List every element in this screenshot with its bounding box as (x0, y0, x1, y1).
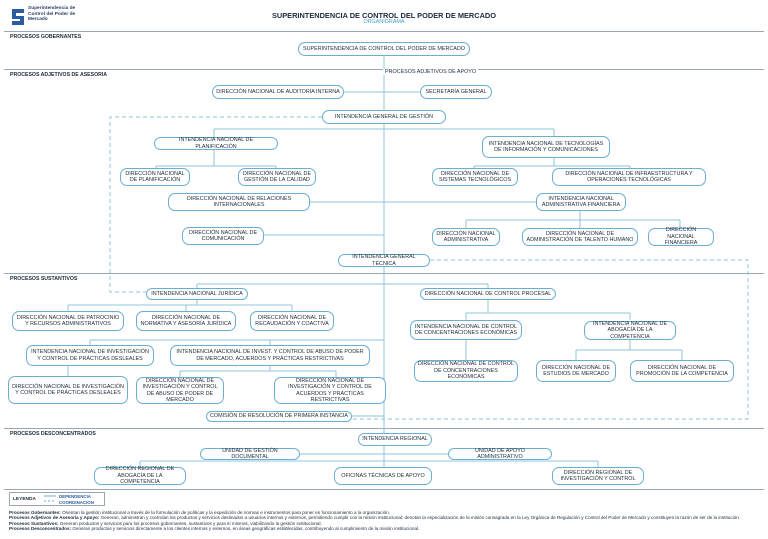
section-sustantivos: PROCESOS SUSTANTIVOS (10, 276, 78, 282)
section-divider (4, 31, 764, 32)
org-unit-int-planificacion[interactable]: INTENDENCIA NACIONAL DE PLANIFICACIÓN (154, 137, 278, 150)
footnote: Procesos Gobernantes: Orientan la gestió… (9, 510, 390, 515)
org-unit-intendencia-gestion[interactable]: INTENDENCIA GENERAL DE GESTIÓN (322, 110, 446, 124)
org-unit-unidad-apoyo[interactable]: UNIDAD DE APOYO ADMINISTRATIVO (448, 448, 552, 460)
org-unit-dir-financiera[interactable]: DIRECCIÓN NACIONAL FINANCIERA (648, 227, 714, 246)
org-unit-dir-recaudacion[interactable]: DIRECCIÓN NACIONAL DE RECAUDACIÓN Y COAC… (250, 311, 334, 331)
org-unit-dir-sistemas[interactable]: DIRECCIÓN NACIONAL DE SISTEMAS TECNOLÓGI… (432, 168, 518, 186)
org-unit-comision-resolucion[interactable]: COMISIÓN DE RESOLUCIÓN DE PRIMERA INSTAN… (206, 411, 352, 422)
org-unit-int-juridica[interactable]: INTENDENCIA NACIONAL JURÍDICA (146, 288, 248, 300)
org-unit-dir-control-concentraciones[interactable]: DIRECCIÓN NACIONAL DE CONTROL DE CONCENT… (414, 360, 518, 382)
logo-icon (12, 9, 24, 25)
org-unit-dir-promocion[interactable]: DIRECCIÓN NACIONAL DE PROMOCIÓN DE LA CO… (630, 360, 734, 382)
page-subtitle: ORGANIGRAMA (363, 19, 405, 25)
org-unit-int-regional[interactable]: INTENDENCIA REGIONAL (358, 433, 432, 446)
org-unit-dir-comunicacion[interactable]: DIRECCIÓN NACIONAL DE COMUNICACIÓN (182, 227, 264, 245)
logo-text: Superintendencia de Control del Poder de… (28, 6, 76, 23)
section-divider (4, 489, 764, 490)
legend: LEYENDA DEPENDENCIA COORDINACION (9, 492, 105, 506)
page-title: SUPERINTENDENCIA DE CONTROL DEL PODER DE… (271, 11, 497, 20)
org-unit-dir-relaciones[interactable]: DIRECCIÓN NACIONAL DE RELACIONES INTERNA… (168, 193, 310, 211)
legend-coordinacion: COORDINACION (59, 500, 94, 505)
org-unit-oficinas-tecnicas[interactable]: OFICINAS TÉCNICAS DE APOYO (334, 467, 432, 485)
org-unit-dir-desleales[interactable]: DIRECCIÓN NACIONAL DE INVESTIGACIÓN Y CO… (8, 376, 128, 404)
logo: Superintendencia de Control del Poder de… (10, 6, 80, 28)
org-unit-secretaria-general[interactable]: SECRETARÍA GENERAL (420, 85, 492, 99)
org-unit-dir-planificacion[interactable]: DIRECCIÓN NACIONAL DE PLANIFICACIÓN (120, 168, 190, 186)
section-desconcentrados: PROCESOS DESCONCENTRADOS (10, 431, 96, 437)
org-unit-dir-calidad[interactable]: DIRECCIÓN NACIONAL DE GESTIÓN DE LA CALI… (238, 168, 316, 186)
org-unit-int-abuso-poder[interactable]: INTENDENCIA NACIONAL DE INVEST. Y CONTRO… (170, 345, 370, 366)
footnotes: Procesos Gobernantes: Orientan la gestió… (9, 510, 761, 532)
org-unit-int-abogacia[interactable]: INTENDENCIA NACIONAL DE ABOGACÍA DE LA C… (584, 321, 676, 340)
org-unit-int-tecnologias[interactable]: INTENDENCIA NACIONAL DE TECNOLOGÍAS DE I… (482, 136, 610, 158)
org-unit-unidad-documental[interactable]: UNIDAD DE GESTIÓN DOCUMENTAL (200, 448, 300, 460)
org-unit-dir-abuso-mercado[interactable]: DIRECCIÓN NACIONAL DE INVESTIGACIÓN Y CO… (136, 377, 224, 404)
org-unit-int-admin-financiera[interactable]: INTENDENCIA NACIONAL ADMINISTRATIVA FINA… (536, 193, 626, 211)
org-unit-dir-reg-abogacia[interactable]: DIRECCIÓN REGIONAL DE ABOGACÍA DE LA COM… (94, 466, 186, 485)
section-gobernantes: PROCESOS GOBERNANTES (10, 34, 82, 40)
org-unit-dir-control-procesal[interactable]: DIRECCIÓN NACIONAL DE CONTROL PROCESAL (420, 288, 556, 300)
section-asesoria: PROCESOS ADJETIVOS DE ASESORIA (10, 72, 108, 78)
org-unit-dir-patrocinio[interactable]: DIRECCIÓN NACIONAL DE PATROCINIO Y RECUR… (12, 311, 124, 331)
legend-dependencia: DEPENDENCIA (59, 494, 91, 499)
org-unit-int-investigacion[interactable]: INTENDENCIA NACIONAL DE INVESTIGACIÓN Y … (26, 345, 154, 366)
footnote: Procesos Adjetivos de Asesoría y Apoyo: … (9, 515, 741, 521)
org-unit-intendencia-tecnica[interactable]: INTENDENCIA GENERAL TÉCNICA (338, 254, 430, 267)
org-unit-dir-administrativa[interactable]: DIRECCIÓN NACIONAL ADMINISTRATIVA (432, 228, 500, 246)
org-unit-dir-infraestructura[interactable]: DIRECCIÓN NACIONAL DE INFRAESTRUCTURA Y … (552, 168, 706, 186)
org-unit-dir-estudios[interactable]: DIRECCIÓN NACIONAL DE ESTUDIOS DE MERCAD… (536, 360, 616, 382)
label-procesos-apoyo: PROCESOS ADJETIVOS DE APOYO (383, 69, 479, 75)
org-unit-auditoria-interna[interactable]: DIRECCIÓN NACIONAL DE AUDITORÍA INTERNA (212, 85, 344, 99)
footnote: Procesos Sustantivos: Generan productos … (9, 520, 322, 526)
org-unit-superintendencia[interactable]: SUPERINTENDENCIA DE CONTROL DEL PODER DE… (298, 42, 470, 56)
org-unit-dir-reg-investigacion[interactable]: DIRECCIÓN REGIONAL DE INVESTIGACIÓN Y CO… (552, 467, 644, 485)
footnote: Procesos Desconcentrados: Generan produc… (9, 526, 420, 532)
legend-title: LEYENDA (13, 497, 36, 502)
org-unit-int-concentraciones[interactable]: INTENDENCIA NACIONAL DE CONTROL DE CONCE… (410, 320, 522, 340)
org-unit-dir-normativa[interactable]: DIRECCIÓN NACIONAL DE NORMATIVA Y ASESOR… (136, 311, 236, 331)
org-unit-dir-talento-humano[interactable]: DIRECCIÓN NACIONAL DE ADMINISTRACIÓN DE … (522, 228, 638, 246)
org-unit-dir-acuerdos[interactable]: DIRECCIÓN NACIONAL DE INVESTIGACIÓN Y CO… (274, 377, 386, 404)
